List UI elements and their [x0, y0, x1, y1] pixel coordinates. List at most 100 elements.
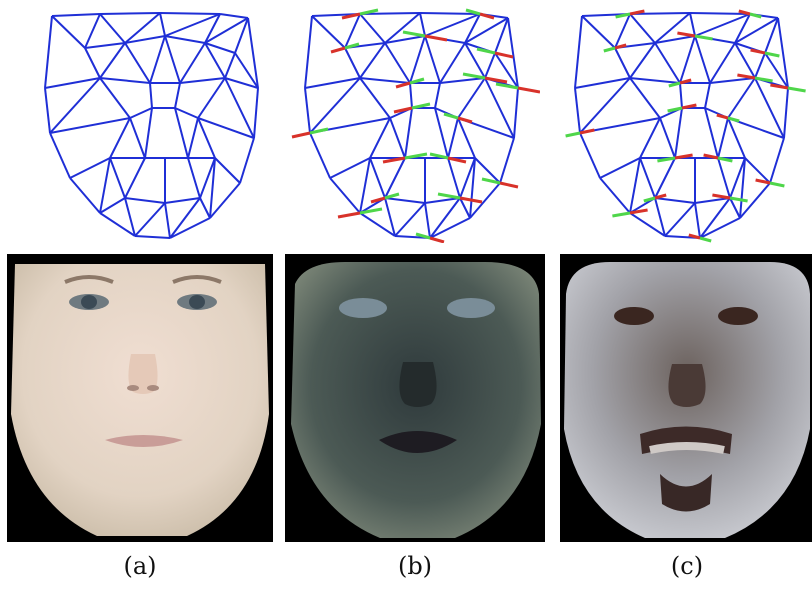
- mesh-edge: [129, 107, 153, 119]
- green-arrow: [404, 152, 428, 160]
- mesh-edge: [124, 42, 151, 84]
- green-arrow: [415, 232, 431, 240]
- mesh-edge: [304, 15, 313, 89]
- left-eye: [614, 307, 654, 325]
- mesh-edge: [729, 197, 741, 219]
- mesh-edge: [359, 212, 396, 237]
- mesh-edge: [159, 12, 221, 15]
- mesh-edge: [754, 52, 766, 79]
- mesh-edge: [599, 157, 641, 179]
- mesh-edge: [149, 82, 153, 109]
- green-arrow: [657, 156, 676, 163]
- mesh-edge: [164, 13, 221, 37]
- mesh-edge: [629, 77, 661, 119]
- green-arrow: [384, 192, 400, 200]
- mesh-edge: [247, 17, 259, 89]
- mesh-edge: [304, 77, 361, 89]
- right-eye: [447, 298, 495, 318]
- mesh-edge: [754, 77, 785, 139]
- green-arrow: [717, 156, 733, 163]
- mesh-edge: [69, 157, 111, 179]
- mesh-edge: [727, 117, 746, 159]
- mesh-edge: [44, 77, 101, 89]
- mesh-edge: [224, 52, 236, 79]
- mesh-edge: [214, 157, 241, 184]
- mesh-edge: [744, 157, 771, 184]
- mesh-edge: [187, 117, 199, 159]
- mesh-edge: [574, 87, 581, 134]
- mesh-edge: [389, 117, 406, 159]
- mesh-edge: [384, 197, 426, 204]
- red-arrow: [424, 34, 448, 42]
- mesh-edge: [783, 87, 789, 139]
- mesh-edge: [359, 13, 386, 44]
- nose: [128, 354, 158, 394]
- mesh-edge: [419, 12, 481, 15]
- mesh-edge: [494, 17, 509, 54]
- mesh-edge: [513, 87, 519, 139]
- green-arrow: [409, 77, 425, 85]
- mesh-edge: [614, 13, 631, 49]
- red-arrow: [579, 128, 595, 135]
- mesh-edge: [169, 217, 211, 239]
- mesh-edge: [734, 13, 751, 44]
- mesh-edge: [99, 13, 126, 44]
- mesh-edge: [424, 35, 441, 84]
- green-arrow: [729, 196, 748, 203]
- mesh-edge: [694, 35, 711, 84]
- mesh-edge: [369, 157, 386, 199]
- mesh-edge: [109, 117, 131, 159]
- red-arrow: [459, 196, 483, 204]
- caption-c: (c): [670, 552, 704, 580]
- mesh-edge: [369, 117, 391, 159]
- red-arrow: [479, 12, 495, 20]
- red-arrow: [712, 193, 731, 200]
- mesh-edge: [344, 47, 361, 79]
- mesh-edge: [179, 42, 206, 84]
- mesh-edge: [679, 82, 683, 109]
- mesh-edge: [209, 182, 241, 219]
- mesh-edge: [174, 82, 181, 109]
- red-arrow: [457, 116, 473, 124]
- green-arrow: [749, 12, 762, 19]
- mesh-edge: [694, 13, 751, 37]
- mesh-edge: [717, 117, 729, 159]
- mesh-edge: [409, 35, 426, 84]
- mesh-edge: [129, 117, 146, 159]
- green-arrow: [402, 30, 426, 38]
- mesh-edge: [579, 77, 631, 134]
- red-arrow: [629, 208, 648, 215]
- red-arrow: [654, 193, 667, 200]
- red-arrow: [291, 131, 311, 139]
- red-arrow: [341, 12, 361, 20]
- mesh-edge: [434, 82, 441, 109]
- mesh-edge: [409, 82, 413, 109]
- face-image-a: [7, 254, 273, 542]
- mesh-edge: [134, 235, 171, 239]
- red-arrow: [716, 113, 729, 120]
- mesh-edge: [727, 77, 756, 119]
- mesh-panel-a: [44, 12, 259, 239]
- mesh-edge: [704, 107, 719, 159]
- mesh-edge: [109, 157, 126, 199]
- mesh-edge: [224, 77, 255, 139]
- red-arrow: [382, 156, 406, 164]
- red-arrow: [629, 9, 645, 16]
- mesh-edge: [429, 217, 471, 239]
- mesh-edge: [309, 77, 361, 134]
- mesh-edge: [204, 42, 226, 79]
- mesh-edge: [404, 107, 413, 159]
- mesh-edge: [659, 117, 676, 159]
- mesh-edge: [234, 52, 259, 89]
- mesh-edge: [739, 182, 771, 219]
- mesh-edge: [124, 197, 166, 204]
- mesh-edge: [507, 17, 519, 89]
- green-arrow: [764, 51, 780, 58]
- mesh-edge: [384, 12, 421, 44]
- mesh-edge: [49, 77, 101, 134]
- right-eye: [718, 307, 758, 325]
- mesh-edges: [574, 12, 789, 239]
- mesh-edge: [44, 87, 51, 134]
- mesh-edge: [99, 77, 131, 119]
- mesh-edge: [654, 12, 691, 44]
